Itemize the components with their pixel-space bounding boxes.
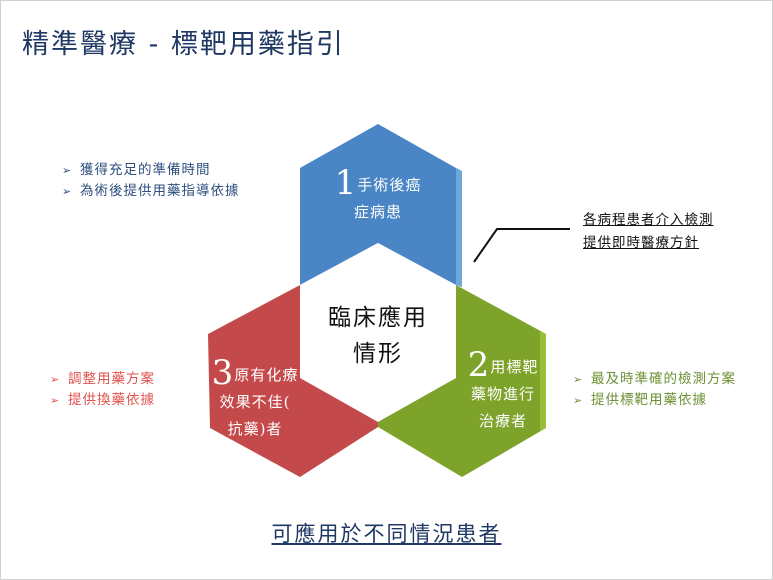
arrow-bullet-icon: ➢ xyxy=(62,164,73,177)
blue-bullets: ➢獲得充足的準備時間 ➢為術後提供用藥指導依據 xyxy=(62,160,240,202)
red-bullets: ➢調整用藥方案 ➢提供換藥依據 xyxy=(50,369,155,411)
bullet-item: ➢提供換藥依據 xyxy=(50,390,155,411)
arrow-bullet-icon: ➢ xyxy=(62,185,73,198)
bullet-item: ➢獲得充足的準備時間 xyxy=(62,160,240,181)
green-bullets: ➢最及時準確的檢測方案 ➢提供標靶用藥依據 xyxy=(573,369,736,411)
hex-3-label: 3原有化療 效果不佳( 抗藥)者 xyxy=(211,353,299,438)
green-hexagon-edge xyxy=(540,331,546,431)
callout-line xyxy=(473,228,570,263)
footer-caption: 可應用於不同情況患者 xyxy=(271,522,502,546)
center-hexagon xyxy=(300,243,456,422)
arrow-bullet-icon: ➢ xyxy=(573,394,584,407)
bullet-item: ➢提供標靶用藥依據 xyxy=(573,390,736,411)
bullet-item: ➢為術後提供用藥指導依據 xyxy=(62,181,240,202)
slide-title: 精準醫療 - 標靶用藥指引 xyxy=(22,29,345,60)
blue-hexagon-edge xyxy=(456,168,462,287)
bullet-item: ➢調整用藥方案 xyxy=(50,369,155,390)
center-label: 臨床應用 情形 xyxy=(328,305,428,367)
bullet-item: ➢最及時準確的檢測方案 xyxy=(573,369,736,390)
arrow-bullet-icon: ➢ xyxy=(50,394,61,407)
arrow-bullet-icon: ➢ xyxy=(573,373,584,386)
hex-1-label: 1手術後癌 症病患 xyxy=(334,163,422,221)
hex-2-label: 2用標靶 藥物進行 治療者 xyxy=(467,345,539,430)
callout-text: 各病程患者介入檢測 提供即時醫療方針 xyxy=(583,212,714,251)
arrow-bullet-icon: ➢ xyxy=(50,373,61,386)
blue-hexagon xyxy=(300,124,462,287)
